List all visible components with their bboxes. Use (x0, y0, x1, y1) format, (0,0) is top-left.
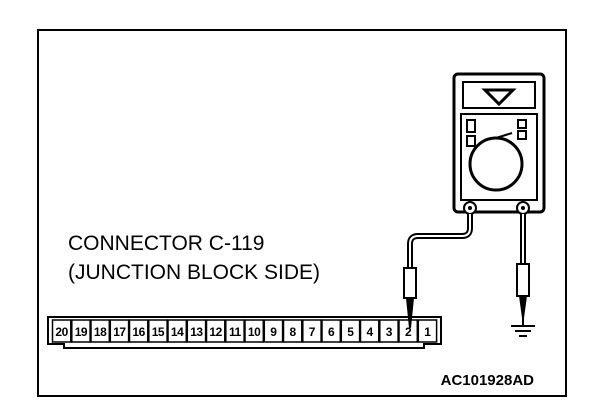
pin-label-15: 15 (152, 325, 165, 339)
pin-label-11: 11 (229, 325, 242, 339)
meter-button-icon (517, 130, 527, 140)
pin-label-19: 19 (75, 325, 88, 339)
pin-cell-16 (128, 319, 149, 343)
pin-label-5: 5 (347, 325, 354, 339)
pin-label-1: 1 (424, 325, 431, 339)
figure-frame (37, 29, 567, 397)
meter-dial-icon (468, 136, 524, 192)
pin-cell-17 (109, 319, 130, 343)
figure-code: AC101928AD (441, 372, 535, 389)
pin-cell-7 (302, 319, 322, 343)
pin-cell-10 (244, 319, 265, 343)
pin-label-12: 12 (209, 325, 222, 339)
probe-lead-ground (511, 214, 535, 337)
meter-button-icon (466, 119, 476, 133)
pin-cell-15 (148, 319, 168, 343)
connector-subtitle: (JUNCTION BLOCK SIDE) (68, 261, 320, 284)
pin-label-18: 18 (94, 325, 107, 339)
pin-cell-3 (379, 319, 399, 343)
pin-cell-13 (186, 319, 207, 343)
pin-cell-14 (167, 319, 188, 343)
pin-cell-19 (71, 319, 91, 343)
pin-label-10: 10 (248, 325, 261, 339)
pin-label-20: 20 (55, 325, 68, 339)
pin-label-9: 9 (270, 325, 277, 339)
probe-handle (403, 267, 417, 299)
probe-lead-positive (403, 214, 473, 328)
pin-label-14: 14 (171, 325, 184, 339)
multimeter-icon (452, 72, 546, 215)
pin-label-13: 13 (190, 325, 203, 339)
pin-cell-4 (359, 319, 380, 343)
pin-cell-8 (282, 319, 303, 343)
pin-cell-12 (205, 319, 226, 343)
probe-tip (406, 298, 414, 328)
pin-cell-18 (90, 319, 111, 343)
ground-icon (511, 318, 535, 337)
connector-title: CONNECTOR C-119 (68, 232, 264, 255)
pin-label-4: 4 (367, 325, 374, 339)
pin-label-17: 17 (113, 325, 126, 339)
pin-label-3: 3 (386, 325, 393, 339)
probe-handle (516, 263, 530, 297)
pin-cell-20 (51, 319, 72, 343)
pin-cell-2 (398, 319, 419, 343)
pin-label-6: 6 (328, 325, 335, 339)
pin-cell-9 (263, 319, 284, 343)
pin-cell-6 (321, 319, 342, 343)
meter-button-icon (517, 119, 527, 129)
meter-button-icon (466, 135, 476, 147)
pin-label-2: 2 (405, 325, 412, 339)
pin-cell-5 (340, 319, 361, 343)
pin-cell-1 (417, 319, 438, 343)
meter-needle-icon (481, 88, 517, 107)
pin-label-16: 16 (132, 325, 145, 339)
pin-label-8: 8 (290, 325, 297, 339)
pin-cell-11 (225, 319, 245, 343)
pin-label-7: 7 (309, 325, 316, 339)
